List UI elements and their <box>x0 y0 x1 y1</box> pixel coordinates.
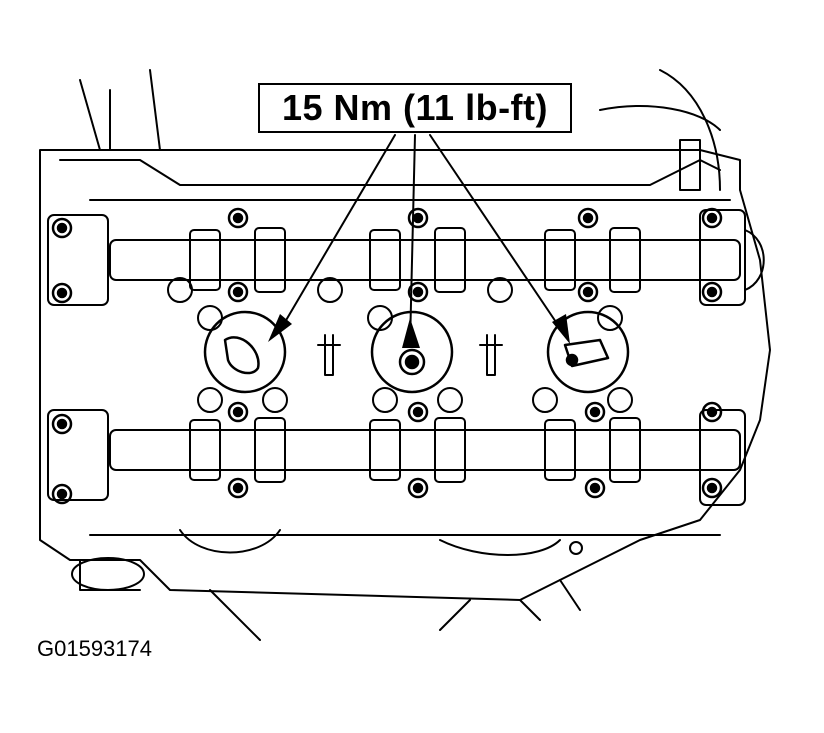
bearing-cap-bolts <box>51 207 723 505</box>
cylinder-head-outline <box>39 69 771 641</box>
torque-callout-label: 15 Nm (11 lb-ft) <box>258 83 572 133</box>
figure-id-label: G01593174 <box>37 636 152 661</box>
callout-arrows <box>284 134 561 346</box>
lower-camshaft <box>109 417 741 483</box>
lower-block-details <box>71 529 583 591</box>
upper-camshaft <box>109 227 741 293</box>
camshaft-end-caps <box>47 209 765 506</box>
torque-bolt-bosses <box>203 310 630 394</box>
arrow-heads <box>268 314 570 348</box>
